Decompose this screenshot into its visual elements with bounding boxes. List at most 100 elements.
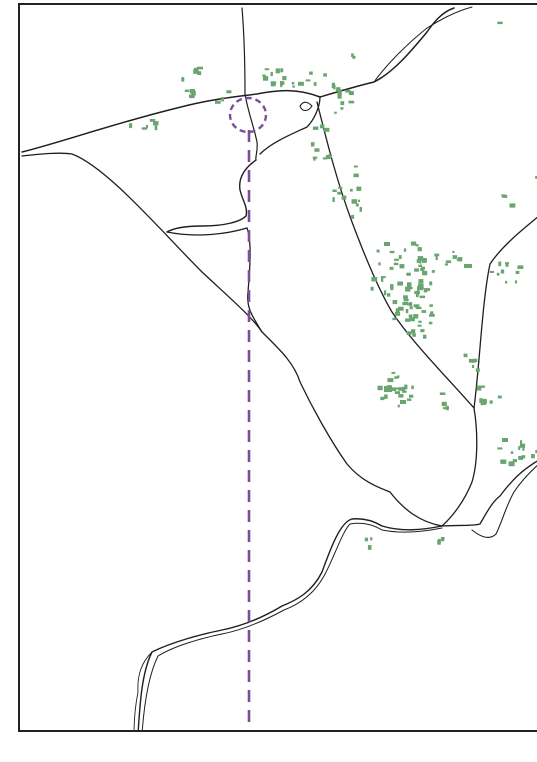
building xyxy=(399,264,405,269)
building xyxy=(129,123,133,129)
building xyxy=(417,247,422,252)
building xyxy=(434,253,440,257)
building xyxy=(475,368,480,372)
building xyxy=(439,392,446,395)
building xyxy=(390,284,394,288)
building xyxy=(378,262,381,266)
building xyxy=(404,384,408,390)
building xyxy=(380,276,386,279)
building xyxy=(414,268,419,272)
building xyxy=(442,407,448,410)
building xyxy=(412,333,416,337)
building xyxy=(394,376,398,379)
road-northeast xyxy=(319,7,455,98)
map-frame[interactable] xyxy=(18,3,537,732)
building xyxy=(398,387,404,391)
building xyxy=(353,165,358,168)
building xyxy=(394,387,399,390)
building xyxy=(184,89,190,92)
building xyxy=(411,329,416,334)
building xyxy=(384,394,388,399)
building xyxy=(381,277,384,282)
building xyxy=(405,318,410,322)
building xyxy=(410,287,413,290)
building xyxy=(351,215,355,219)
building xyxy=(371,277,378,282)
building xyxy=(509,203,516,208)
building xyxy=(280,84,283,88)
building xyxy=(419,295,426,299)
road-north-vertical xyxy=(241,7,258,161)
building xyxy=(508,461,515,467)
building xyxy=(415,306,422,310)
building xyxy=(505,263,509,267)
building xyxy=(393,262,399,266)
road-northeast-2 xyxy=(373,6,473,83)
building xyxy=(352,55,356,59)
building xyxy=(341,195,347,200)
building xyxy=(391,387,397,391)
building xyxy=(411,385,414,390)
building xyxy=(441,401,447,407)
building xyxy=(417,324,422,327)
building xyxy=(452,255,458,259)
building xyxy=(310,142,315,147)
building xyxy=(397,375,400,379)
building xyxy=(422,270,428,276)
building xyxy=(463,353,468,358)
building xyxy=(408,331,411,334)
building xyxy=(364,537,369,542)
building xyxy=(391,371,396,374)
building xyxy=(337,89,342,95)
building xyxy=(518,456,524,460)
building xyxy=(325,154,331,160)
building xyxy=(419,260,422,264)
road-east-vertical xyxy=(441,407,478,527)
building xyxy=(409,394,414,398)
building xyxy=(367,545,372,550)
building xyxy=(518,446,521,451)
building xyxy=(520,440,523,445)
building xyxy=(502,194,508,198)
building xyxy=(406,272,411,276)
route-start-marker[interactable] xyxy=(228,96,268,134)
building xyxy=(181,77,185,82)
road-west-tiny xyxy=(133,651,153,730)
building xyxy=(394,391,400,394)
building xyxy=(517,265,524,269)
building xyxy=(298,81,304,86)
building xyxy=(489,400,493,404)
building xyxy=(418,279,424,284)
road-loop-west xyxy=(166,159,257,233)
building xyxy=(262,74,266,77)
building xyxy=(522,446,525,451)
building xyxy=(415,244,419,247)
building xyxy=(383,290,387,296)
building xyxy=(420,329,425,333)
building xyxy=(418,320,422,323)
building xyxy=(514,280,518,284)
building xyxy=(410,241,417,246)
building xyxy=(430,311,434,315)
building xyxy=(405,286,411,292)
building xyxy=(406,398,412,401)
building xyxy=(270,71,273,77)
building xyxy=(498,261,502,267)
building xyxy=(398,255,402,259)
building xyxy=(472,364,475,368)
building xyxy=(264,68,270,71)
building xyxy=(377,385,383,391)
building xyxy=(359,207,362,212)
building xyxy=(408,314,413,318)
building xyxy=(515,270,520,274)
map-canvas[interactable] xyxy=(20,5,537,732)
building xyxy=(312,126,319,130)
building xyxy=(282,76,287,81)
building xyxy=(402,390,407,393)
building xyxy=(421,266,425,270)
building xyxy=(429,281,433,286)
building xyxy=(395,308,400,314)
building xyxy=(292,85,295,88)
building xyxy=(417,256,424,261)
building xyxy=(405,309,409,314)
